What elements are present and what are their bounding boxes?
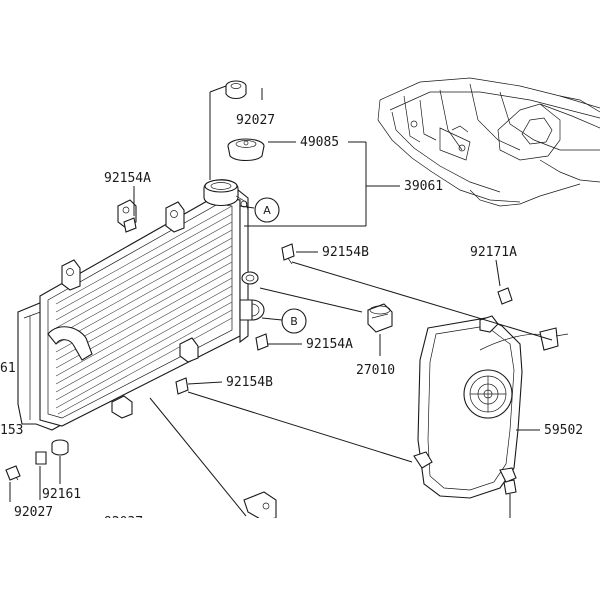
- label-27010: 27010: [356, 363, 395, 378]
- top-margin: [0, 0, 600, 72]
- bottom-margin: [0, 518, 600, 600]
- label-92154B-top: 92154B: [322, 245, 369, 260]
- cooling-fan: [413, 315, 569, 499]
- label-92027-top: 92027: [236, 113, 275, 128]
- label-92161: 92161: [42, 487, 81, 502]
- bolts: [5, 217, 517, 495]
- callout-a-label: A: [263, 204, 271, 217]
- thermo-switch: [367, 303, 393, 333]
- radiator-core: [17, 179, 265, 431]
- label-39061: 39061: [404, 179, 443, 194]
- label-92027-bottom: 92027: [14, 505, 53, 520]
- label-59502: 59502: [544, 423, 583, 438]
- leader-lines: [9, 85, 553, 520]
- label-92171A: 92171A: [470, 245, 517, 260]
- part-labels: 92027 49085 39061 92154A 92154B 92171A 9…: [0, 113, 583, 530]
- callout-b-label: B: [290, 315, 298, 328]
- radiator-cap: [227, 138, 265, 162]
- frame-section: [377, 77, 600, 207]
- label-92154A-top: 92154A: [104, 171, 151, 186]
- grommet-top: [225, 80, 247, 100]
- label-153-partial: 153: [0, 423, 23, 438]
- label-61-partial: 61: [0, 361, 16, 376]
- label-49085: 49085: [300, 135, 339, 150]
- label-92154B-low: 92154B: [226, 375, 273, 390]
- callout-b: B: [281, 308, 307, 334]
- callout-a: A: [254, 197, 280, 223]
- bracket: [243, 491, 277, 521]
- label-92154A-mid: 92154A: [306, 337, 353, 352]
